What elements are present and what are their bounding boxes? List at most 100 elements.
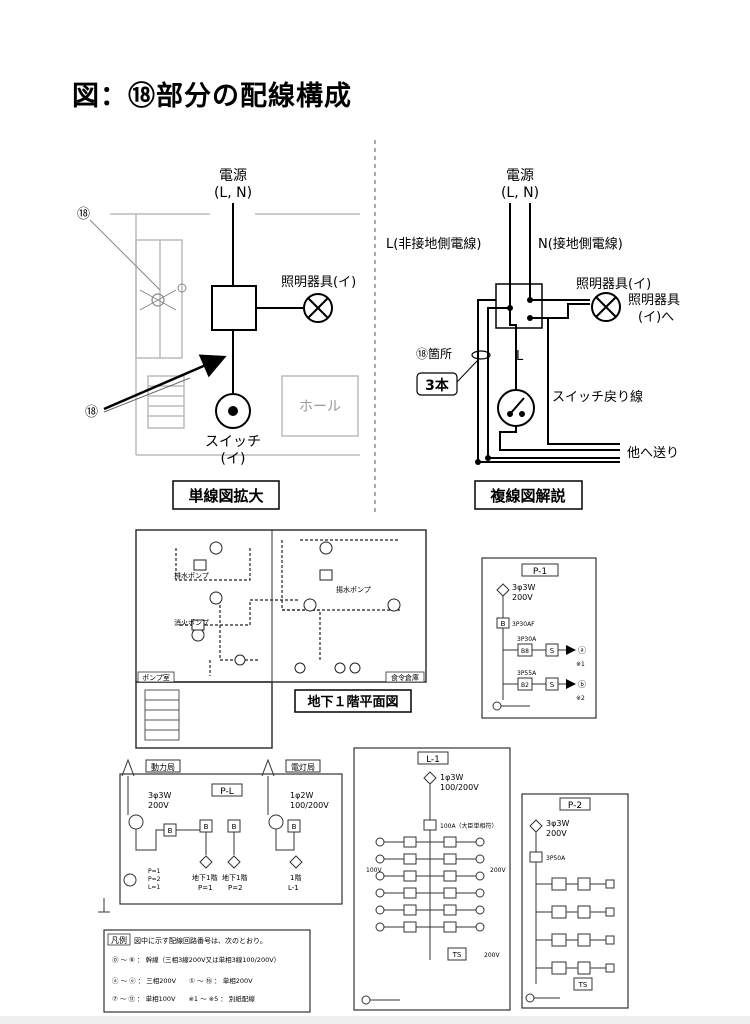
p1-main-b: B [501,620,506,628]
switch-icon [577,905,591,919]
panel-p2: P-2 3φ3W 200V 3P50A TS [521,793,629,1009]
switch-icon [577,933,591,947]
pl-meter-2-icon [268,814,284,830]
room-storage: 食令倉庫 [391,673,419,682]
room-pump: ポンプ室 [142,673,170,682]
output-icon [605,907,615,917]
circuit-number-icon [475,854,485,864]
label-water-pump: 揚水ポンプ [336,585,371,594]
p2-main-breaker: 3P50A [546,855,566,862]
svg-text:B: B [168,827,173,835]
floor-plan: 排水ポンプ 消火ポンプ 揚水ポンプ ポンプ室 食令倉庫 地下１階平面図 [135,529,427,749]
l1-branch-rows [375,836,485,933]
breaker-icon [403,870,417,882]
pl-dest3-1: 1階 [290,873,301,882]
floor-plan-caption: 地下１階平面図 [307,694,398,710]
power-label: 電源 [219,168,247,184]
marker-18-arrow [103,354,227,411]
send-other-label: 他へ送り [627,446,679,461]
power-ln-label: (L, N) [214,185,252,201]
breaker-icon [403,853,417,865]
p2-name: P-2 [568,801,582,811]
l1-spec2: 100/200V [440,783,479,792]
bottom-strip [0,1016,750,1024]
breaker-icon [551,877,567,891]
circuit-number-icon [375,854,385,864]
l1-out-200: 200V [484,952,500,959]
svg-text:S: S [550,647,555,655]
p2-branch-row [536,877,615,891]
l1-branch-row [375,836,485,848]
l1-branch-row [375,921,485,933]
p1-note1: ※1 [576,661,585,668]
page-title: 図：⑱部分の配線構成 [72,81,352,112]
light-to-label-2: (イ)へ [638,310,674,325]
l-wire-label: L(非接地側電線) [386,236,481,252]
panel-l1: L-1 1φ3W 100/200V 100A（大臣単相符） 100V 200V … [353,747,511,1011]
p2-ts: TS [578,981,588,989]
p1-spec1: 3φ3W [512,583,535,592]
breaker-icon [443,887,457,899]
svg-text:B2: B2 [521,682,529,689]
pl-spec-power-1: 3φ3W [148,791,171,800]
caption-box [172,480,280,510]
circuit-number-icon [375,905,385,915]
circuit-number-icon [475,888,485,898]
floor-plan-caption-box [294,689,412,713]
circuit-number-icon [375,837,385,847]
p1-name: P-1 [533,567,547,577]
p2-branch-row [536,905,615,919]
n-send-wire [477,299,620,463]
output-icon [605,963,615,973]
pl-legend-p2: P=2 [148,876,161,883]
panel-pl: 動力局 電灯局 P-L 3φ3W 200V 1φ2W 100/200V B B … [98,758,343,913]
switch-icon [577,961,591,975]
p1-b1-label: 3P30A [517,636,537,643]
junction-box-2 [495,283,543,329]
circuit-number-icon [375,888,385,898]
building-outline [110,213,360,456]
light-label: 照明器具(イ) [281,275,356,290]
l-mark: L [516,349,524,364]
plan-switch-icon [177,283,187,293]
floor-plan-outline [135,529,427,683]
plan-fixture-icon [151,293,165,307]
l1-ground-icon [361,995,371,1005]
caption-single-line: 単線図拡大 [188,487,263,505]
caption-multi-line: 複線図解説 [489,487,565,505]
switch-icon [577,877,591,891]
legend-line3: ⑦ 〜 ⑪ ： 単相100V ※1 〜 ※5 ： 別紙配線 [112,994,255,1003]
pl-name: P-L [220,787,234,797]
p2-branch-row [536,933,615,947]
plan-wiring [175,539,400,676]
marker-18-leader [89,219,161,291]
pl-meter-1-icon [128,814,144,830]
p2-branch-row [536,961,615,975]
plan-devices [191,541,401,674]
single-line-diagram: ⑱ 電源 (L, N) 照明器具(イ) スイッチ (イ) ホール ⑱ 単線図拡大 [77,168,360,510]
count-label: 3本 [425,377,450,394]
breaker-icon [443,853,457,865]
label-drain-pump: 排水ポンプ [174,571,209,580]
svg-text:B: B [232,823,237,831]
l1-branch-row [375,904,485,916]
svg-text:B8: B8 [521,648,529,655]
l1-branch-row [375,853,485,865]
pl-legend-l1: L=1 [148,884,160,891]
light-label-2: 照明器具(イ) [576,277,651,292]
breaker-icon [443,870,457,882]
junction-box [211,285,257,331]
svg-text:S: S [550,681,555,689]
legend-line2: ⓐ 〜 ⓔ ： 三相200V ① 〜 ⑯ ： 単相200V [112,976,253,985]
p1-note2: ※2 [576,695,585,702]
circuit-number-icon [375,871,385,881]
svg-text:B: B [204,823,209,831]
pl-board-light: 電灯局 [291,762,315,772]
breaker-icon [403,836,417,848]
l1-v100: 100V [366,867,382,874]
p1-spec2: 200V [512,593,533,602]
p1-main-breaker: 3P30AF [512,621,535,628]
svg-text:B: B [292,823,297,831]
l1-branch-row [375,870,485,882]
legend-intro: 図中に示す配線回路番号は、次のとおり。 [134,936,267,945]
